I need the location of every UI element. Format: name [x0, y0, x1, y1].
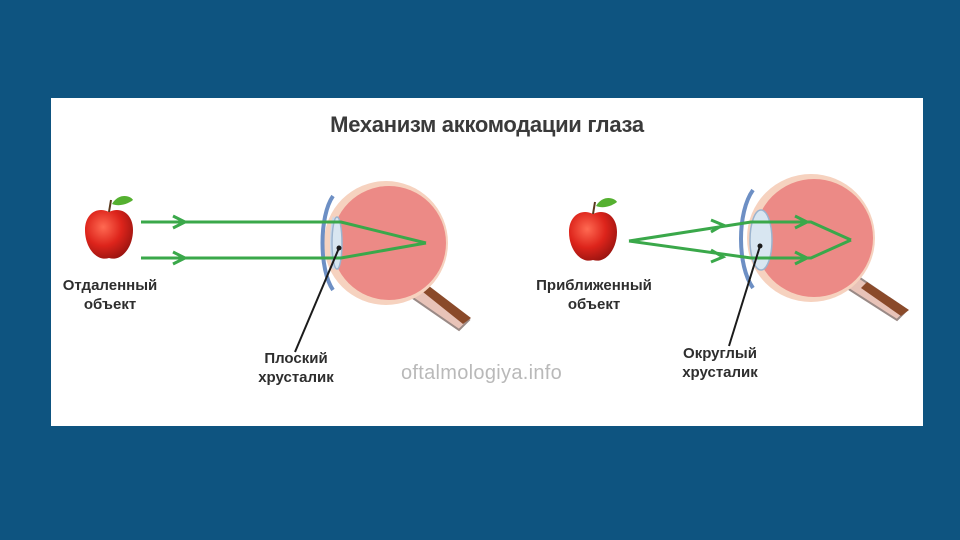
diagram-title: Механизм аккомодации глаза [330, 112, 644, 137]
diagram-panel: Механизм аккомодации глаза Отдаленный об… [51, 98, 923, 426]
right-object-label: Приближенный объект [536, 277, 652, 313]
apple-icon [569, 198, 617, 261]
watermark: oftalmologiya.info [401, 362, 563, 384]
apple-icon [85, 196, 133, 259]
eye-icon [739, 174, 909, 322]
right-rays [628, 214, 852, 266]
left-lens-label: Плоский хрусталик [258, 350, 334, 386]
left-pointer-line [294, 247, 340, 353]
left-rays-inner [319, 220, 427, 260]
right-pointer-line [728, 245, 761, 347]
eye-icon [320, 181, 471, 332]
left-object-label: Отдаленный объект [62, 277, 158, 313]
accommodation-diagram [85, 174, 909, 353]
right-lens-label: Округлый хрусталик [682, 345, 758, 381]
